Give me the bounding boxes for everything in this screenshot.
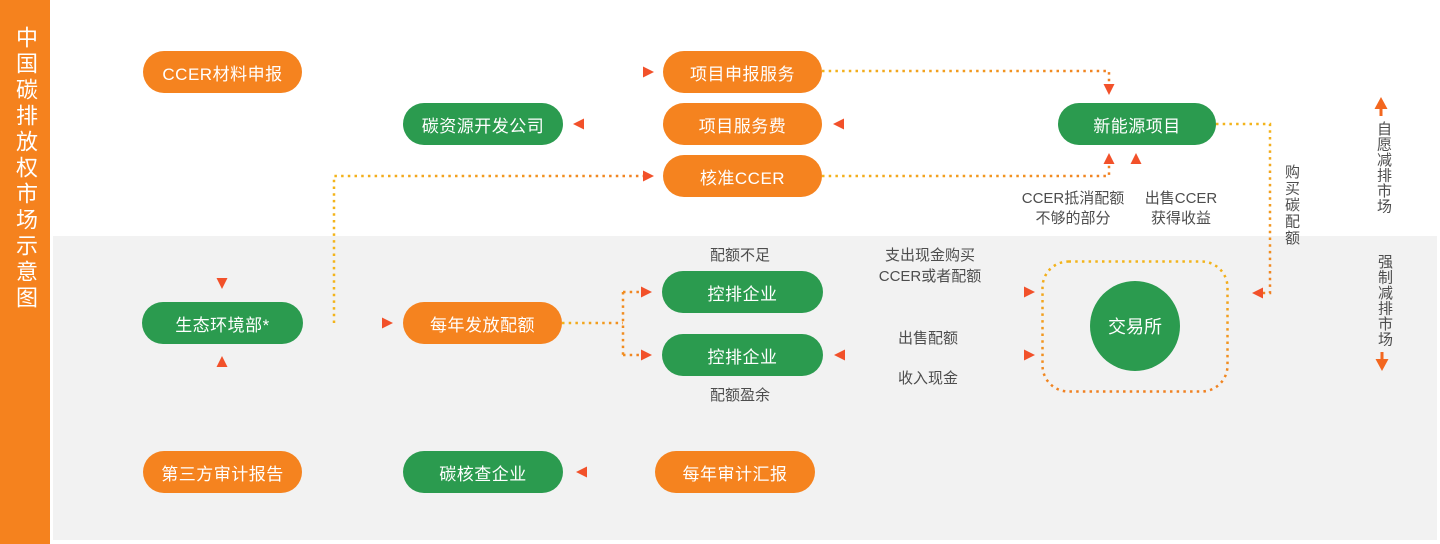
label-line: CCER或者配额: [878, 268, 982, 285]
node-third-party-audit-report: 第三方审计报告: [143, 451, 302, 493]
node-label: CCER材料申报: [162, 64, 283, 84]
node-label: 交易所: [1108, 317, 1162, 337]
node-label: 控排企业: [707, 284, 778, 304]
node-approved-ccer: 核准CCER: [663, 155, 822, 197]
node-label: 每年审计汇报: [682, 464, 788, 484]
label-line: 不够的部分: [1035, 210, 1111, 227]
label-line: CCER抵消配额: [1021, 190, 1125, 207]
node-annual-audit-report: 每年审计汇报: [655, 451, 815, 493]
node-controlled-enterprise-surplus: 控排企业: [662, 334, 823, 376]
label-mandatory-market: 强制减排市场: [1376, 254, 1393, 347]
label-line: 获得收益: [1150, 210, 1212, 227]
node-label: 项目服务费: [698, 116, 787, 136]
node-ccer-material-declaration: CCER材料申报: [143, 51, 302, 93]
node-label: 核准CCER: [699, 168, 786, 188]
node-project-declaration-service: 项目申报服务: [663, 51, 822, 93]
label-voluntary-market: 自愿减排市场: [1375, 121, 1392, 214]
node-label: 控排企业: [707, 347, 778, 367]
node-exchange: 交易所: [1090, 281, 1180, 371]
label-sell-quota: 出售配额: [897, 330, 959, 347]
node-controlled-enterprise-deficit: 控排企业: [662, 271, 823, 313]
node-annual-quota-issuance: 每年发放配额: [403, 302, 562, 344]
node-label: 第三方审计报告: [161, 464, 284, 484]
node-label: 每年发放配额: [430, 315, 535, 335]
node-ministry-ecology-environment: 生态环境部*: [142, 302, 303, 344]
label-receive-cash: 收入现金: [897, 370, 959, 387]
diagram-title: 中国碳排放权市场示意图: [13, 26, 38, 312]
node-label: 碳核查企业: [439, 464, 527, 484]
node-label: 生态环境部*: [175, 315, 270, 335]
label-buy-carbon-quota: 购买碳配额: [1283, 164, 1300, 247]
voluntary-market-up-arrow: [1374, 97, 1388, 116]
node-label: 碳资源开发公司: [421, 116, 545, 136]
label-sell-ccer: 出售CCER 获得收益: [1145, 189, 1218, 229]
sidebar-title-bar: 中国碳排放权市场示意图: [0, 0, 50, 544]
node-project-service-fee: 项目服务费: [663, 103, 822, 145]
node-carbon-verification-company: 碳核查企业: [403, 451, 563, 493]
node-label: 项目申报服务: [690, 64, 795, 84]
label-line: 支出现金购买: [884, 247, 976, 264]
label-quota-surplus: 配额盈余: [706, 386, 774, 406]
connector-approved-ccer-to-new-energy: [822, 153, 1115, 178]
connector-new-energy-to-service-fee: [833, 118, 1058, 130]
connector-service-fee-to-dev-company: [573, 118, 663, 130]
label-line: 出售CCER: [1144, 190, 1218, 207]
connector-declaration-service-to-new-energy: [822, 69, 1115, 95]
label-pay-cash-buy: 支出现金购买 CCER或者配额: [879, 245, 982, 287]
label-ccer-offset: CCER抵消配额 不够的部分: [1022, 189, 1125, 229]
node-new-energy-project: 新能源项目: [1058, 103, 1216, 145]
connector-material-to-declaration-service: [302, 66, 654, 78]
node-label: 新能源项目: [1093, 116, 1181, 136]
node-carbon-resource-dev-company: 碳资源开发公司: [403, 103, 563, 145]
label-quota-deficit: 配额不足: [709, 247, 771, 264]
